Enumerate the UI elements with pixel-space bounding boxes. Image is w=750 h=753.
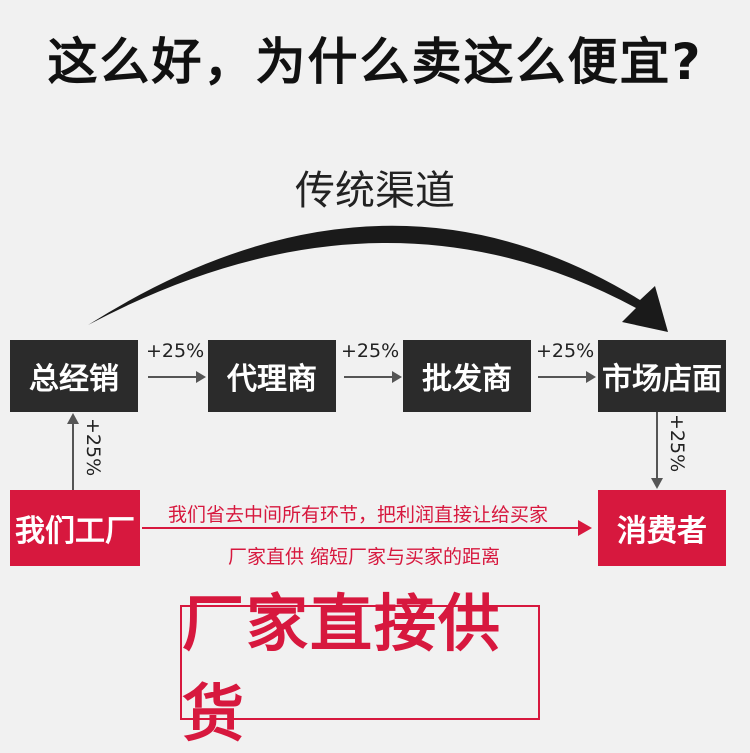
direct-note-line1: 我们省去中间所有环节，把利润直接让给买家 — [168, 504, 549, 526]
factory-direct-banner: 厂家直接供货 — [180, 587, 540, 750]
wholesaler-box: 批发商 — [403, 340, 531, 412]
markup-agent-to-wholesaler: +25% — [341, 340, 400, 362]
traditional-channel-curve — [88, 225, 668, 332]
consumer-box: 消费者 — [598, 490, 726, 566]
direct-note-line2: 厂家直供 缩短厂家与买家的距离 — [228, 546, 501, 568]
agent-box: 代理商 — [208, 340, 336, 412]
markup-distributor-to-agent: +25% — [146, 340, 205, 362]
factory-box: 我们工厂 — [10, 490, 140, 566]
general-distributor-box: 总经销 — [10, 340, 138, 412]
retail-store-box: 市场店面 — [598, 340, 726, 412]
traditional-channel-label: 传统渠道 — [295, 168, 455, 214]
markup-factory-to-distributor: +25% — [82, 418, 104, 477]
page-title: 这么好，为什么卖这么便宜? — [47, 33, 703, 91]
markup-wholesaler-to-store: +25% — [536, 340, 595, 362]
markup-store-to-consumer: +25% — [666, 414, 688, 473]
